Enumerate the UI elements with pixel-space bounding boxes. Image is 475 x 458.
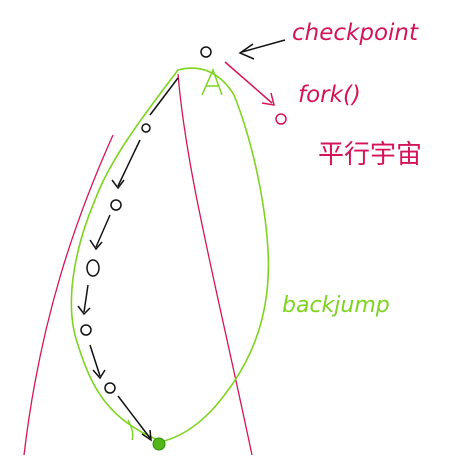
fork-label: fork() <box>298 82 361 108</box>
checkpoint-label: checkpoint <box>292 20 419 46</box>
chinese-note-label: 平行宇宙 <box>318 140 422 170</box>
node-chain <box>77 46 212 442</box>
node-5 <box>104 382 116 394</box>
checkpoint-arrow-icon <box>238 39 286 60</box>
node-a-mark <box>201 67 223 96</box>
node-3 <box>86 259 100 277</box>
backjump-tail <box>127 419 134 441</box>
red-branch-line <box>177 73 253 456</box>
goal-node <box>152 437 166 451</box>
red-left-line <box>23 134 114 456</box>
node-1 <box>141 123 151 133</box>
backjump-loop <box>70 67 270 443</box>
checkpoint-node <box>200 46 212 58</box>
node-2 <box>110 199 122 211</box>
fork-arrow-icon <box>224 61 276 106</box>
fork-node <box>275 113 287 125</box>
node-4 <box>80 324 92 336</box>
backjump-label: backjump <box>282 293 390 318</box>
